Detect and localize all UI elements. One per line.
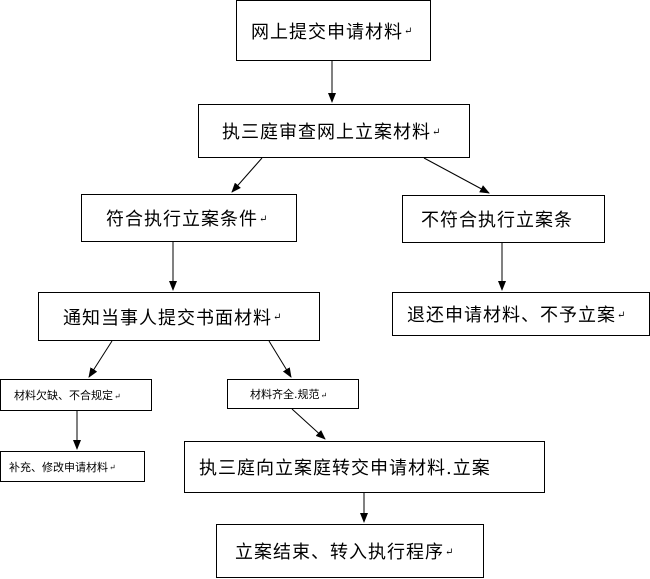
paragraph-mark-icon: ↵ <box>445 546 455 558</box>
paragraph-mark-icon: ↵ <box>404 26 414 37</box>
node-meets-conditions-label: 符合执行立案条件 <box>106 209 258 230</box>
paragraph-mark-icon: ↵ <box>114 391 121 401</box>
arrow-complete-to-transfer <box>291 408 326 440</box>
node-materials-complete-label: 材料齐全.规范 <box>250 388 320 401</box>
node-materials-complete: 材料齐全.规范↵ <box>227 379 359 409</box>
node-filing-end: 立案结束、转入执行程序↵ <box>216 524 484 578</box>
node-reject-return: 退还申请材料、不予立案↵ <box>392 292 650 336</box>
node-supplement-materials: 补充、修改申请材料↵ <box>0 451 145 482</box>
node-transfer-filing: 执三庭向立案庭转交申请材料.立案 <box>184 441 545 493</box>
node-transfer-filing-label: 执三庭向立案庭转交申请材料.立案 <box>199 458 491 479</box>
node-court-review-label: 执三庭审查网上立案材料 <box>222 122 431 143</box>
paragraph-mark-icon: ↵ <box>320 390 328 400</box>
node-court-review: 执三庭审查网上立案材料↵ <box>198 104 470 158</box>
arrow-review-to-not-meets <box>423 157 490 194</box>
node-online-submit-label: 网上提交申请材料 <box>251 21 403 43</box>
paragraph-mark-icon: ↵ <box>259 213 269 225</box>
paragraph-mark-icon: ↵ <box>617 309 627 321</box>
node-notify-party-label: 通知当事人提交书面材料 <box>63 307 272 329</box>
paragraph-mark-icon: ↵ <box>273 312 283 323</box>
paragraph-mark-icon: ↵ <box>432 126 442 138</box>
arrow-notify-to-complete <box>268 340 292 378</box>
node-meets-conditions: 符合执行立案条件↵ <box>81 194 297 242</box>
node-notify-party: 通知当事人提交书面材料↵ <box>38 292 320 341</box>
node-online-submit: 网上提交申请材料↵ <box>236 0 431 61</box>
arrow-review-to-meets <box>231 157 263 193</box>
node-reject-return-label: 退还申请材料、不予立案 <box>407 305 616 326</box>
node-not-meets-conditions: 不符合执行立案条 <box>402 195 605 243</box>
arrow-notify-to-missing <box>88 340 113 378</box>
node-materials-missing: 材料欠缺、不合规定↵ <box>0 379 152 411</box>
node-materials-missing-label: 材料欠缺、不合规定 <box>14 389 113 402</box>
paragraph-mark-icon: ↵ <box>109 463 116 472</box>
node-filing-end-label: 立案结束、转入执行程序 <box>235 542 444 563</box>
node-supplement-materials-label: 补充、修改申请材料 <box>9 460 108 474</box>
node-not-meets-conditions-label: 不符合执行立案条 <box>421 210 573 231</box>
